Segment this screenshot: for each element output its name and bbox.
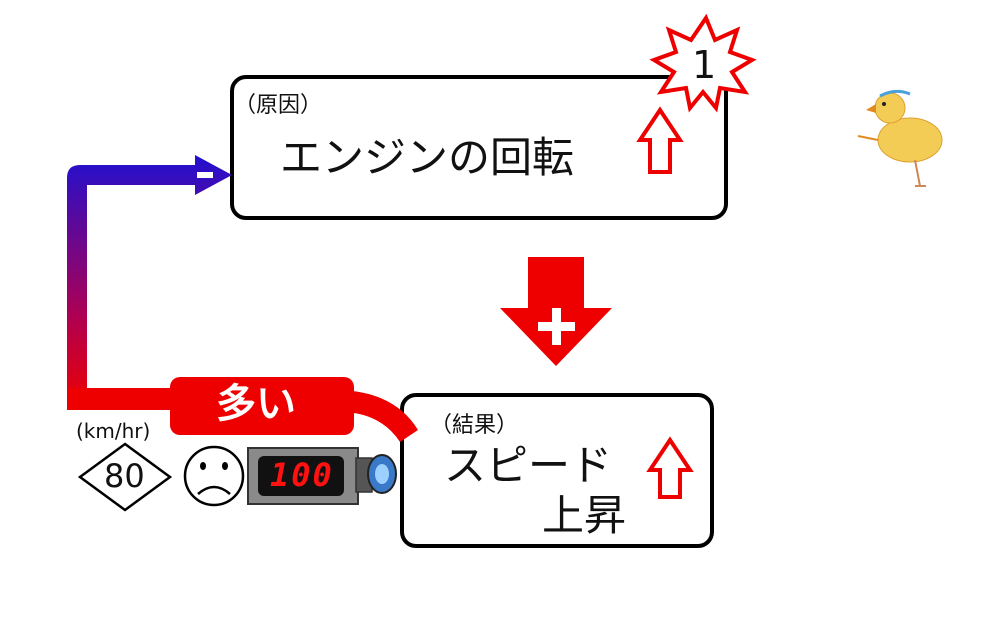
result-text-line2: 上昇 — [542, 491, 627, 540]
feedback-label: 多い — [216, 381, 296, 427]
cause-text: エンジンの回転 — [280, 133, 575, 182]
cause-caption: （原因） — [234, 93, 323, 118]
diamond-sign-icon — [77, 442, 173, 512]
speed-camera-icon — [247, 447, 397, 505]
cause-box: （原因） エンジンの回転 — [230, 75, 728, 220]
cause-up-arrow-icon — [636, 106, 684, 174]
sad-face-icon — [183, 445, 245, 507]
result-up-arrow-icon — [646, 436, 694, 499]
feedback-label-pill — [170, 377, 354, 435]
forward-arrow — [500, 257, 612, 366]
badge-number: 1 — [692, 43, 717, 87]
result-text-line1: スピード — [444, 441, 613, 490]
starburst-icon — [649, 13, 757, 113]
chick-icon — [857, 89, 943, 187]
speed-limit-value: 80 — [104, 457, 145, 495]
meter-reading: 100 — [270, 456, 334, 494]
feedback-arrow — [67, 155, 418, 442]
minus-sign — [197, 172, 213, 178]
speed-unit: (km/hr) — [76, 419, 151, 443]
result-caption: （結果） — [430, 413, 519, 438]
